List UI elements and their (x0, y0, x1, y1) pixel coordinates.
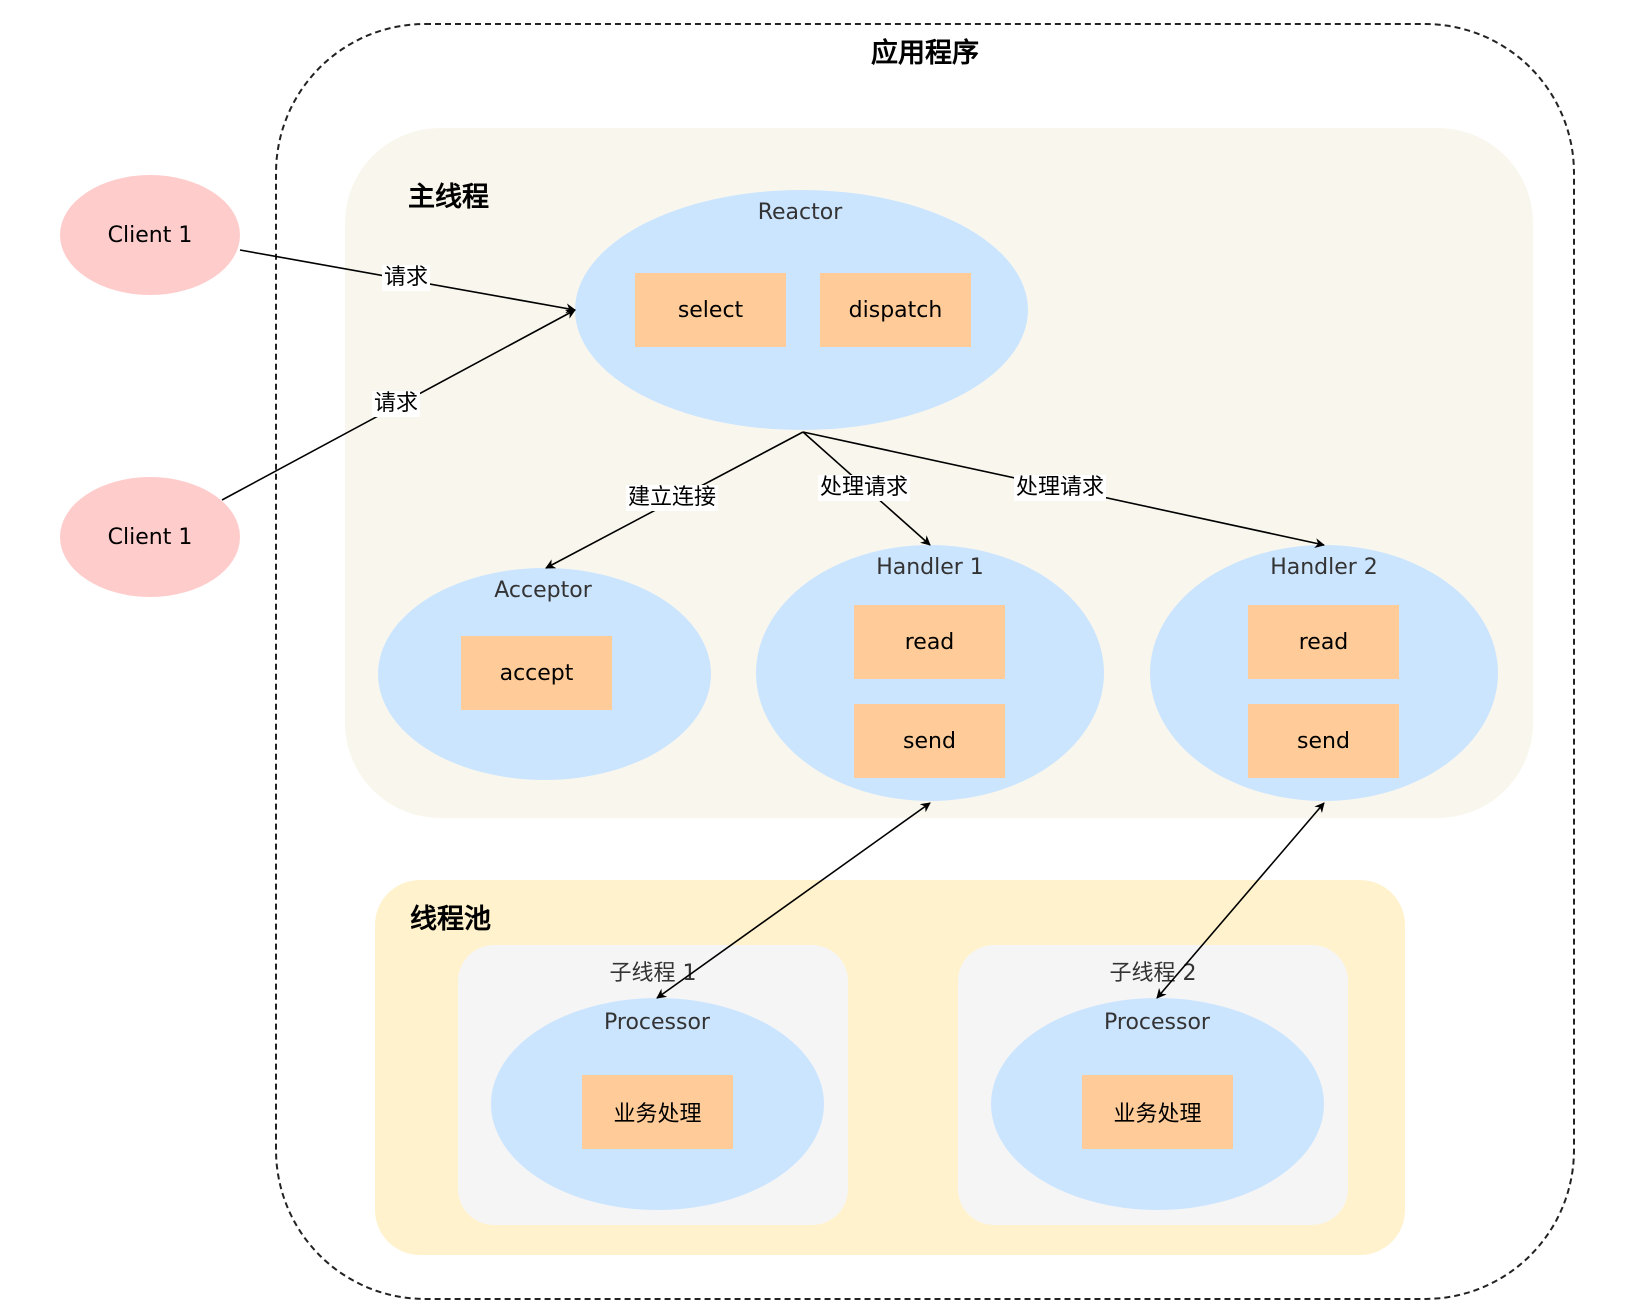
application-title: 应用程序 (871, 37, 979, 69)
processor-2-title: Processor (1104, 1010, 1210, 1035)
handler-1-read-op: read (854, 605, 1005, 679)
client-node-2: Client 1 (60, 477, 240, 597)
handle-request-2-label: 处理请求 (1014, 475, 1107, 501)
handler-1-send-op: send (854, 704, 1005, 778)
client1-request-label: 请求 (382, 265, 431, 291)
handler1-processor1-arrow (656, 802, 931, 999)
acceptor-title: Acceptor (494, 578, 592, 603)
processor-1-business-op: 业务处理 (582, 1075, 733, 1149)
client2-request-label: 请求 (372, 391, 421, 417)
handle-request-1-label: 处理请求 (818, 475, 911, 501)
client-2-label: Client 1 (107, 524, 193, 550)
thread-pool-title: 线程池 (410, 904, 491, 935)
handler2-processor2-arrow (1156, 802, 1325, 999)
reactor-dispatch-op: dispatch (820, 273, 971, 347)
reactor-title: Reactor (757, 200, 843, 225)
handler-2-send-op: send (1248, 704, 1399, 778)
reactor-select-op: select (635, 273, 786, 347)
handler-1-title: Handler 1 (876, 555, 984, 580)
client-1-label: Client 1 (107, 222, 193, 248)
acceptor-accept-op: accept (461, 636, 612, 710)
application-boundary (275, 23, 1575, 1300)
connect-label: 建立连接 (626, 485, 719, 511)
handler-2-title: Handler 2 (1270, 555, 1378, 580)
handler-2-read-op: read (1248, 605, 1399, 679)
processor-2-business-op: 业务处理 (1082, 1075, 1233, 1149)
processor-1-title: Processor (604, 1010, 710, 1035)
main-thread-title: 主线程 (408, 182, 489, 213)
client-node-1: Client 1 (60, 175, 240, 295)
